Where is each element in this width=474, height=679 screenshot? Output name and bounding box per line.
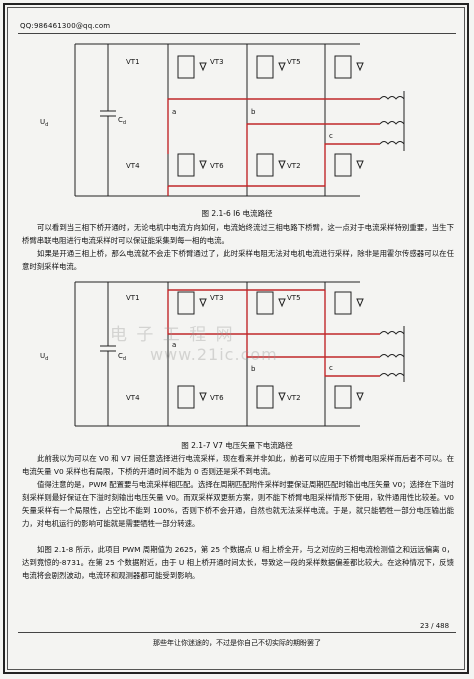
- page-number: 23 / 488: [420, 622, 450, 630]
- figure1-label-vt3: VT3: [210, 58, 224, 66]
- footer-quote: 那些年让你迷途的，不过是你自己不切实际的期盼罢了: [153, 639, 321, 647]
- figure2-label-vt6: VT6: [210, 394, 224, 402]
- page-inner-border: [7, 7, 465, 670]
- figure2-label-vt4: VT4: [126, 394, 140, 402]
- header-email: QQ:986461300@qq.com: [20, 22, 111, 30]
- figure2-label-vt2: VT2: [287, 394, 301, 402]
- paragraph-3: 此前我以为可以在 V0 和 V7 间任意选择进行电流采样，现在看来并非如此，前者…: [22, 454, 454, 476]
- figure1-label-b: b: [251, 108, 256, 116]
- paragraph-5: 如图 2.1-8 所示，此项目 PWM 周期值为 2625，第 25 个数据点 …: [22, 545, 454, 580]
- figure1-label-vt1: VT1: [126, 58, 140, 66]
- figure2-label-cd: Cd: [118, 352, 126, 362]
- figure1-label-vt5: VT5: [287, 58, 301, 66]
- figure1-label-c: c: [329, 132, 333, 140]
- figure1-circuit-diagram: Ud Cd VT1 VT3 VT5 VT4 VT6 VT2 a b c: [40, 43, 405, 197]
- header-divider: [18, 33, 456, 34]
- paragraph-4: 值得注意的是，PWM 配置要与电流采样相匹配。选择在周期匹配附件采样时要保证周期…: [22, 480, 454, 528]
- figure2-label-c: c: [329, 364, 333, 372]
- figure2-label-a: a: [172, 341, 176, 349]
- figure1-label-vt6: VT6: [210, 162, 224, 170]
- watermark-url: www.21ic.com: [150, 345, 278, 364]
- figure1-label-vt2: VT2: [287, 162, 301, 170]
- figure2-label-vt3: VT3: [210, 294, 224, 302]
- watermark-text: 电 子 工 程 网: [110, 325, 235, 345]
- paragraph-1: 可以看到当三相下桥开通时，无论电机中电流方向如何，电流始终流过三相电路下桥臂，这…: [22, 223, 454, 245]
- figure1-caption: 图 2.1-6 I6 电流路径: [201, 209, 273, 218]
- figure2-label-ud: Ud: [40, 352, 48, 362]
- paragraph-2: 如果是开通三相上桥，那么电流就不会走下桥臂通过了，此时采样电阻无法对电机电流进行…: [22, 249, 454, 271]
- page-border: [3, 3, 469, 674]
- figure2-circuit-diagram: Ud Cd VT1 VT3 VT5 VT4 VT6 VT2 a b c: [40, 281, 405, 427]
- figure2-label-b: b: [251, 365, 256, 373]
- figure2-caption: 图 2.1-7 V7 电压矢量下电流路径: [181, 441, 293, 450]
- footer-divider: [18, 632, 456, 633]
- figure1-label-cd: Cd: [118, 116, 126, 126]
- figure1-label-a: a: [172, 108, 176, 116]
- figure1-label-vt4: VT4: [126, 162, 140, 170]
- figure2-label-vt5: VT5: [287, 294, 301, 302]
- figure1-label-ud: Ud: [40, 118, 48, 128]
- figure2-label-vt1: VT1: [126, 294, 140, 302]
